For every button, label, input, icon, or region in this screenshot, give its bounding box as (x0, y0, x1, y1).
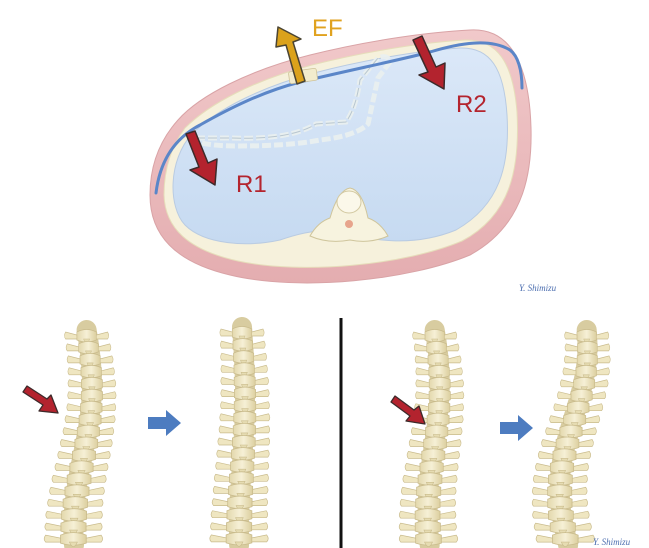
signature-bottom: Y. Shimizu (593, 537, 631, 547)
spine-left-after (210, 327, 270, 547)
spine-right-after (532, 330, 610, 547)
spine-illustrations (44, 327, 610, 547)
vertebra (44, 533, 102, 547)
label-r1: R1 (236, 171, 267, 198)
spine-right-before (399, 330, 464, 547)
signature-top: Y. Shimizu (519, 283, 557, 293)
vertebra (210, 532, 268, 546)
thorax-cross-section (150, 30, 531, 283)
label-r2: R2 (456, 91, 487, 118)
right-transition-arrow (500, 415, 533, 441)
vertebra (399, 533, 457, 547)
right-pointer-arrow (391, 396, 425, 424)
left-transition-arrow (148, 410, 181, 436)
left-pointer-arrow (23, 386, 58, 413)
vertebra (536, 533, 594, 547)
label-ef: EF (312, 15, 343, 42)
spinal-canal (345, 220, 353, 228)
spine-left-before (44, 330, 116, 547)
